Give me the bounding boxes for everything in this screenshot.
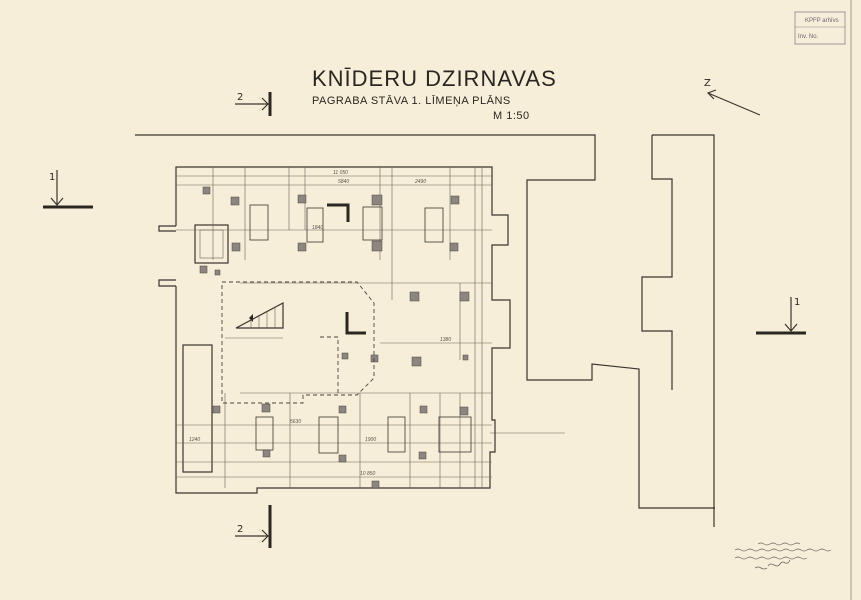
stair-icon [225, 302, 284, 339]
svg-text:2490: 2490 [414, 179, 426, 185]
svg-text:Z: Z [704, 78, 711, 89]
svg-text:1: 1 [49, 172, 55, 183]
north-arrow-icon: Z [704, 78, 761, 116]
floor-opening-dashed [221, 281, 375, 404]
archive-stamp: KPFP arhīvs Inv. No. [794, 11, 846, 45]
dimension-labels: 11 050 5840 2490 1840 5630 1900 10 850 1… [189, 170, 451, 477]
svg-text:1240: 1240 [189, 437, 200, 443]
svg-text:1900: 1900 [365, 437, 376, 443]
svg-text:1380: 1380 [440, 337, 451, 343]
svg-text:10 850: 10 850 [360, 471, 376, 477]
section-marker-2-top: 2 [235, 92, 272, 116]
section-marker-1-right: 1 [756, 297, 806, 335]
section-marker-1-left: 1 [43, 170, 93, 209]
svg-text:KPFP arhīvs: KPFP arhīvs [805, 18, 839, 24]
drawing-title: KNĪDERU DZIRNAVAS [312, 66, 557, 91]
adjacent-building-right [641, 134, 715, 527]
svg-text:11 050: 11 050 [333, 170, 348, 176]
drawing-subtitle: PAGRABA STĀVA 1. LĪMEŅA PLĀNS [312, 95, 511, 107]
adjacent-building-outline [135, 134, 715, 509]
handwritten-note [734, 542, 832, 570]
dimension-lines [176, 167, 492, 488]
svg-text:2: 2 [237, 92, 243, 103]
svg-text:1: 1 [794, 297, 800, 308]
svg-text:5840: 5840 [338, 179, 349, 185]
corner-mark-upper [327, 203, 350, 222]
svg-text:1840: 1840 [312, 225, 323, 231]
footings [249, 204, 472, 454]
svg-text:2: 2 [237, 524, 243, 535]
corner-mark-lower [345, 312, 366, 335]
basement-walls [158, 166, 511, 494]
svg-text:Inv. No.: Inv. No. [798, 34, 819, 40]
drawing-scale: M 1:50 [493, 110, 530, 122]
columns [199, 186, 470, 489]
section-marker-2-bottom: 2 [235, 505, 272, 548]
svg-text:5630: 5630 [290, 419, 301, 425]
